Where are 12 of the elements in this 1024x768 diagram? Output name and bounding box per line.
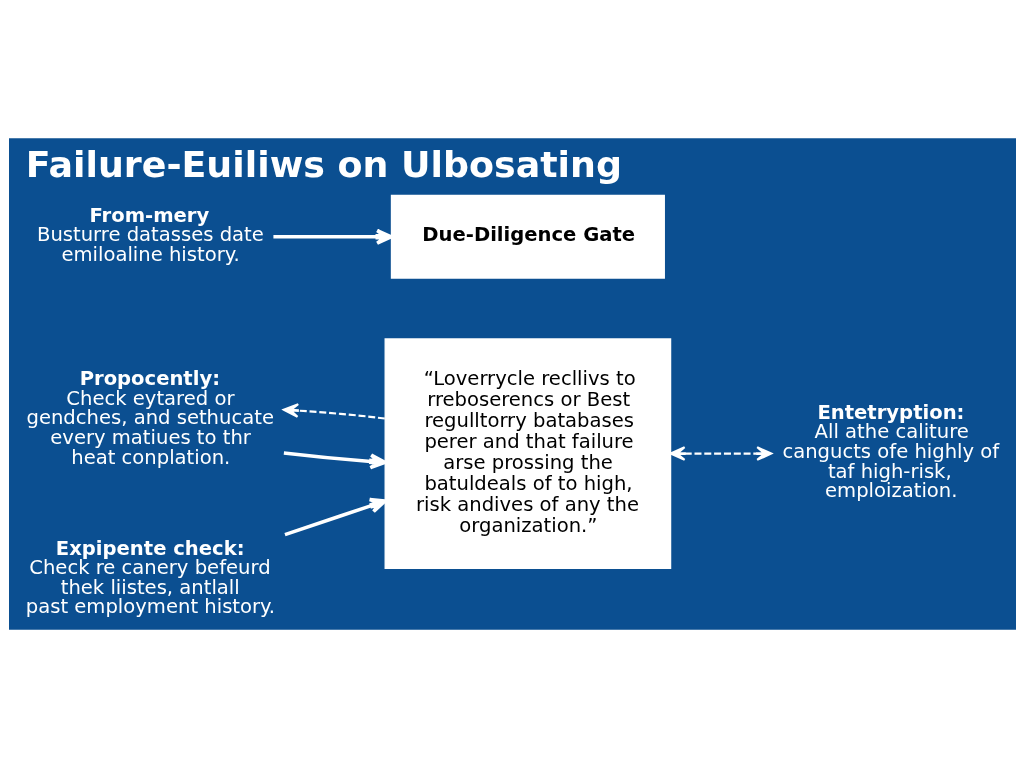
arrow bbox=[283, 497, 387, 537]
node-text: Expipente check: Check re canery befeurd thek liistes, antlall past employment history. bbox=[25, 536, 275, 619]
arrow bbox=[669, 446, 772, 461]
arrow bbox=[272, 228, 393, 245]
arrow bbox=[282, 403, 385, 420]
node-box: Due-Diligence Gate bbox=[390, 194, 665, 279]
arrow bbox=[283, 451, 387, 470]
node-text: Propocently: Check eytared or gendches, and sethucate every matiues to thr heat conplation. bbox=[25, 367, 274, 469]
diagram-title: Failure-Euiliws on Ulbosating bbox=[25, 143, 622, 187]
node-text: Entetryption: All athe caliture cangucts ofe highly of taf high-risk, emploization. bbox=[781, 400, 999, 503]
node-box: “Loverrycle recllivs to rreboserencs or Best regulltorry batabases perer and that failure arse prossing the batuldeals of to high, risk andives of any the organization.” bbox=[384, 338, 671, 569]
node-text: From-mery Busturre datasses date emiloaline history. bbox=[36, 203, 264, 266]
